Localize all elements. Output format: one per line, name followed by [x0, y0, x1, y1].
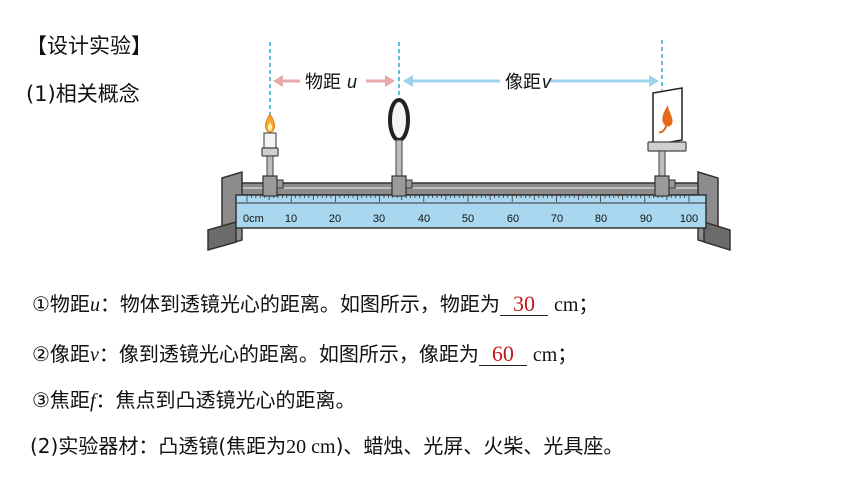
section-subheading: (1)相关概念: [26, 82, 140, 106]
image-distance-label: 像距: [505, 72, 541, 92]
candle-icon: [261, 113, 279, 179]
bench-rail: [227, 182, 715, 196]
ruler-unit-label: 0cm: [243, 213, 264, 225]
ruler-tick-label: 30: [373, 213, 385, 225]
image-distance-arrow: [403, 75, 659, 87]
ruler-tick-label: 100: [680, 213, 698, 225]
image-distance-answer-blank: 60: [478, 341, 527, 366]
light-screen-icon: [647, 87, 687, 179]
object-distance-answer-blank: 30: [499, 291, 548, 316]
equipment-list: (2)实验器材：凸透镜(焦距为20 cm)、蜡烛、光屏、火柴、光具座。: [30, 434, 624, 458]
bench-ruler: [235, 194, 707, 229]
ruler-tick-label: 70: [551, 213, 563, 225]
candle-holder-clamp: [262, 175, 284, 197]
object-distance-arrow: [273, 75, 395, 87]
ruler-tick-label: 90: [640, 213, 652, 225]
section-heading: 【设计实验】: [26, 34, 152, 58]
ruler-tick-label: 40: [418, 213, 430, 225]
optical-bench-diagram: 物距 u 像距 v 0cm: [207, 40, 731, 252]
ruler-tick-label: 10: [285, 213, 297, 225]
screen-holder-clamp: [654, 175, 676, 197]
ruler-tick-label: 50: [462, 213, 474, 225]
focal-length-definition: ③焦距f：焦点到凸透镜光心的距离。: [32, 388, 356, 412]
ruler-tick-label: 80: [595, 213, 607, 225]
lens-holder-clamp: [391, 175, 413, 197]
object-distance-answer: 30: [512, 291, 535, 316]
image-distance-answer: 60: [491, 341, 514, 366]
ruler-tick-label: 20: [329, 213, 341, 225]
ruler-tick-label: 60: [507, 213, 519, 225]
object-distance-label: 物距: [305, 72, 341, 92]
convex-lens-icon: [388, 98, 410, 179]
object-distance-var: u: [347, 72, 357, 92]
image-distance-var: v: [542, 72, 552, 92]
